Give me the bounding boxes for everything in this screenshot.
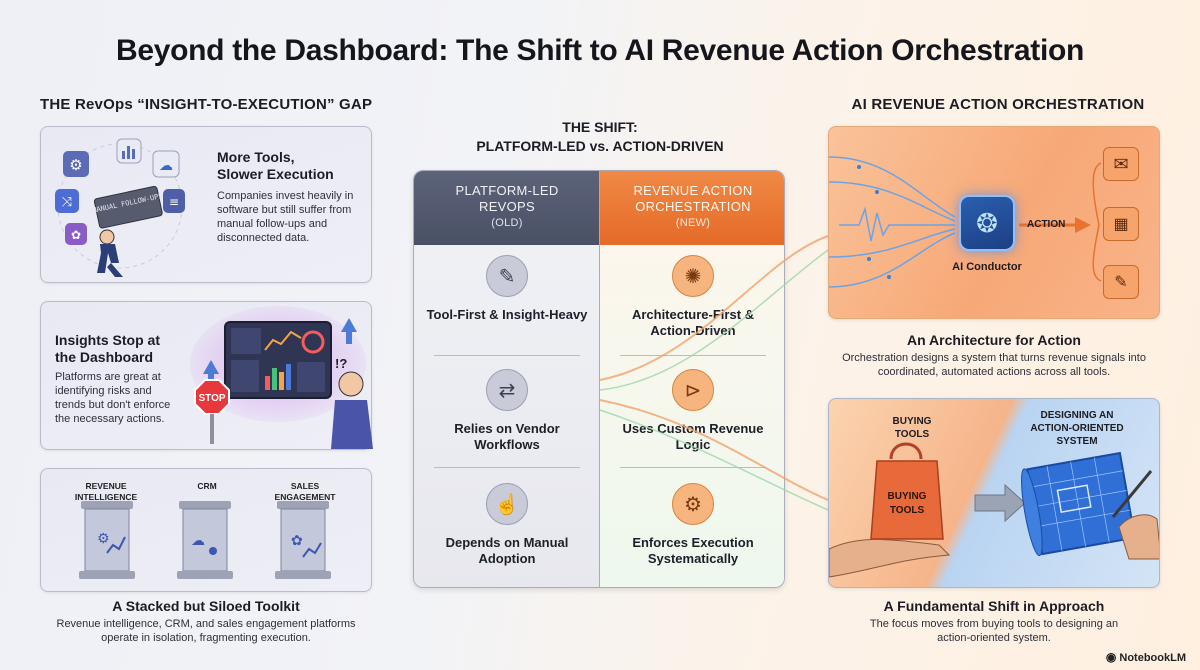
right-column-heading: AI REVENUE ACTION ORCHESTRATION	[851, 96, 1145, 113]
row-label: Enforces Execution Systematically	[632, 535, 754, 566]
bag-label-line1: BUYING	[888, 491, 927, 502]
comparison-row: ⇄ Relies on Vendor Workflows	[414, 359, 600, 473]
card-title-line2: the Dashboard	[55, 349, 154, 365]
header-tag: (NEW)	[675, 217, 711, 229]
siloed-toolkit-title: A Stacked but Siloed Toolkit	[112, 598, 300, 614]
svg-text:✿: ✿	[71, 228, 81, 242]
designing-system-label: DESIGNING AN ACTION-ORIENTED SYSTEM	[1017, 409, 1137, 448]
calendar-icon: ▦	[1113, 216, 1129, 233]
gear-cycle-icon: ⚙	[672, 483, 714, 525]
svg-text:⚙: ⚙	[69, 156, 82, 174]
overwhelmed-person-illustration: ⚙ ☁ ⤨ ≡ ✿ MANUAL FOLLOW-UPS	[55, 138, 185, 277]
label-line: SYSTEM	[1056, 436, 1098, 447]
row-label: Relies on Vendor Workflows	[454, 421, 560, 452]
note-action-tile: ✎	[1103, 265, 1139, 299]
header-line1: REVENUE ACTION	[633, 183, 753, 198]
confused-mark: !?	[335, 356, 347, 371]
row-divider	[434, 467, 580, 468]
dashboard-stop-illustration: STOP !?	[190, 306, 373, 449]
card-description: Companies invest heavily in software but…	[217, 190, 354, 244]
header-line2: REVOPS	[479, 199, 535, 214]
header-line1: PLATFORM-LED	[455, 183, 559, 198]
architecture-description: Orchestration designs a system that turn…	[842, 352, 1146, 378]
fundamental-shift-description: The focus moves from buying tools to des…	[869, 618, 1119, 644]
svg-text:☁: ☁	[159, 158, 173, 174]
comparison-table: PLATFORM-LED REVOPS (OLD) ✎ Tool-First &…	[413, 170, 785, 588]
signal-streams	[829, 156, 1102, 288]
row-divider	[620, 467, 766, 468]
card-title-line1: Insights Stop at	[55, 332, 160, 348]
left-column-heading: THE RevOps “INSIGHT-TO-EXECUTION” GAP	[40, 96, 373, 113]
column-divider	[599, 171, 600, 587]
email-action-tile: ✉	[1103, 147, 1139, 181]
label-line: DESIGNING AN	[1040, 410, 1114, 421]
silo-label-crm: CRM	[197, 481, 217, 491]
comparison-row: ⊳ Uses Custom Revenue Logic	[600, 359, 784, 473]
header-tag: (OLD)	[491, 217, 523, 229]
envelope-icon: ✉	[1113, 153, 1129, 174]
bag-blueprint-illustration: BUYING TOOLS	[829, 442, 1159, 578]
ai-conductor-chip: ❂	[959, 195, 1015, 251]
bag-label-line2: TOOLS	[890, 505, 925, 516]
card-siloed-toolkit: REVENUE INTELLIGENCE CRM SALES ENGAGEMEN…	[40, 468, 372, 592]
ai-conductor-label: AI Conductor	[952, 261, 1022, 273]
card-insights-stop: Insights Stop at the Dashboard Platforms…	[40, 301, 373, 450]
touch-icon: ☝	[486, 483, 528, 525]
silo-label-sales-engagement: SALES ENGAGEMENT	[274, 481, 336, 502]
card-more-tools: ⚙ ☁ ⤨ ≡ ✿ MANUAL FOLLOW-UPS More Tools, …	[40, 126, 372, 283]
svg-text:≡: ≡	[169, 195, 179, 209]
svg-text:☁: ☁	[191, 533, 205, 549]
brand-text: NotebookLM	[1119, 652, 1186, 664]
svg-text:⚙: ⚙	[97, 531, 110, 547]
buying-tools-label: BUYING TOOLS	[877, 415, 947, 441]
tools-icon: ✎	[486, 255, 528, 297]
center-heading-line1: THE SHIFT:	[562, 119, 638, 135]
orchestration-diagram: ❂ AI Conductor ACTION ✉ ▦ ✎	[828, 126, 1160, 319]
row-label: Depends on Manual Adoption	[445, 535, 569, 566]
center-heading: THE SHIFT: PLATFORM-LED vs. ACTION-DRIVE…	[420, 118, 780, 156]
siloed-toolkit-description: Revenue intelligence, CRM, and sales eng…	[56, 618, 356, 644]
column-header-old: PLATFORM-LED REVOPS (OLD)	[414, 171, 600, 245]
comparison-row: ✺ Architecture-First & Action-Driven	[600, 245, 784, 359]
logic-gate-icon: ⊳	[672, 369, 714, 411]
network-icon: ✺	[672, 255, 714, 297]
shift-approach-illustration: BUYING TOOLS DESIGNING AN ACTION-ORIENTE…	[828, 398, 1160, 588]
row-label: Tool-First & Insight-Heavy	[426, 307, 588, 322]
edit-note-icon: ✎	[1114, 274, 1128, 291]
header-line2: ORCHESTRATION	[635, 199, 751, 214]
row-label: Uses Custom Revenue Logic	[622, 421, 764, 452]
row-divider	[620, 355, 766, 356]
column-platform-led: PLATFORM-LED REVOPS (OLD) ✎ Tool-First &…	[414, 171, 600, 587]
column-header-new: REVENUE ACTION ORCHESTRATION (NEW)	[600, 171, 784, 245]
brain-icon: ❂	[976, 207, 998, 238]
card-title-line1: More Tools,	[217, 149, 295, 165]
row-divider	[434, 355, 580, 356]
notebooklm-logo-icon: ◉	[1105, 650, 1117, 664]
silo-pillars-illustration: ⚙ ☁ ✿	[79, 501, 331, 579]
comparison-row: ☝ Depends on Manual Adoption	[414, 473, 600, 587]
column-action-orchestration: REVENUE ACTION ORCHESTRATION (NEW) ✺ Arc…	[600, 171, 784, 587]
architecture-title: An Architecture for Action	[907, 332, 1081, 348]
page-title: Beyond the Dashboard: The Shift to AI Re…	[115, 34, 1085, 67]
card-description: Platforms are great at identifying risks…	[55, 371, 171, 425]
label-line: BUYING	[892, 416, 932, 427]
svg-text:⤨: ⤨	[62, 195, 73, 210]
center-heading-line2: PLATFORM-LED vs. ACTION-DRIVEN	[476, 138, 724, 154]
svg-text:✿: ✿	[291, 533, 303, 549]
comparison-row: ⚙ Enforces Execution Systematically	[600, 473, 784, 587]
label-line: TOOLS	[894, 429, 930, 440]
notebooklm-brand: ◉ NotebookLM	[1106, 650, 1186, 664]
silo-label-revenue-intelligence: REVENUE INTELLIGENCE	[74, 481, 138, 502]
workflow-icon: ⇄	[486, 369, 528, 411]
calendar-action-tile: ▦	[1103, 207, 1139, 241]
card-title-line2: Slower Execution	[217, 166, 334, 182]
comparison-row: ✎ Tool-First & Insight-Heavy	[414, 245, 600, 359]
fundamental-shift-title: A Fundamental Shift in Approach	[883, 598, 1105, 614]
label-line: ACTION-ORIENTED	[1030, 423, 1124, 434]
stop-sign-text: STOP	[198, 393, 225, 404]
action-label: ACTION	[1027, 219, 1066, 230]
row-label: Architecture-First & Action-Driven	[631, 307, 755, 338]
